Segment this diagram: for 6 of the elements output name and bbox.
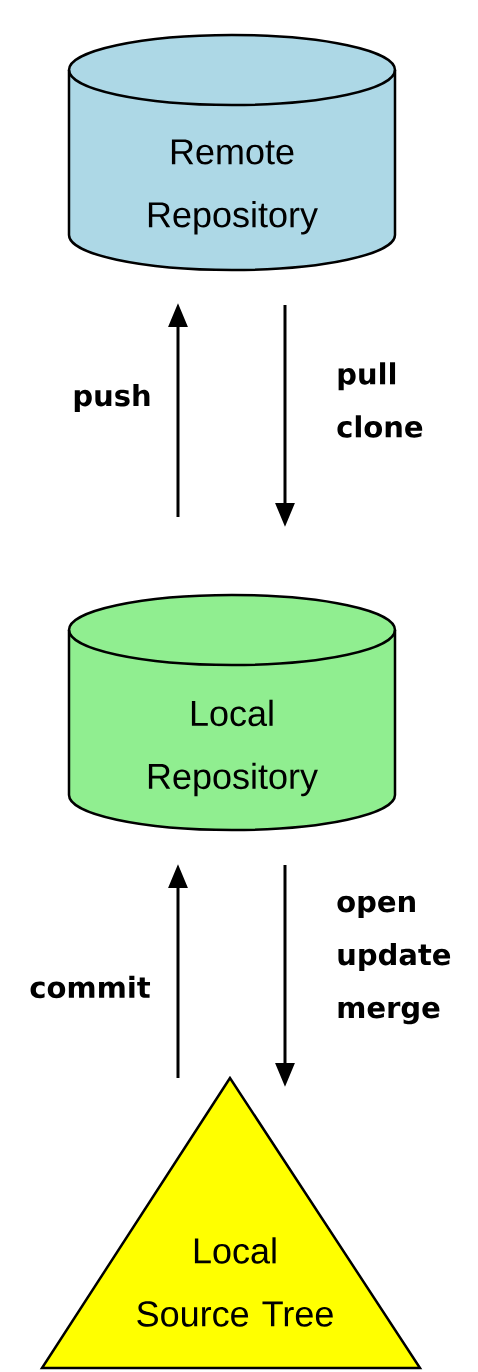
database-cylinder: Local Repository xyxy=(67,593,397,832)
edge-label: pull clone xyxy=(337,362,423,438)
edge-label: commit xyxy=(30,975,150,999)
edge-label: open update merge xyxy=(337,895,451,1025)
database-cylinder: Remote Repository xyxy=(67,33,397,272)
edge-label: push xyxy=(74,383,150,413)
